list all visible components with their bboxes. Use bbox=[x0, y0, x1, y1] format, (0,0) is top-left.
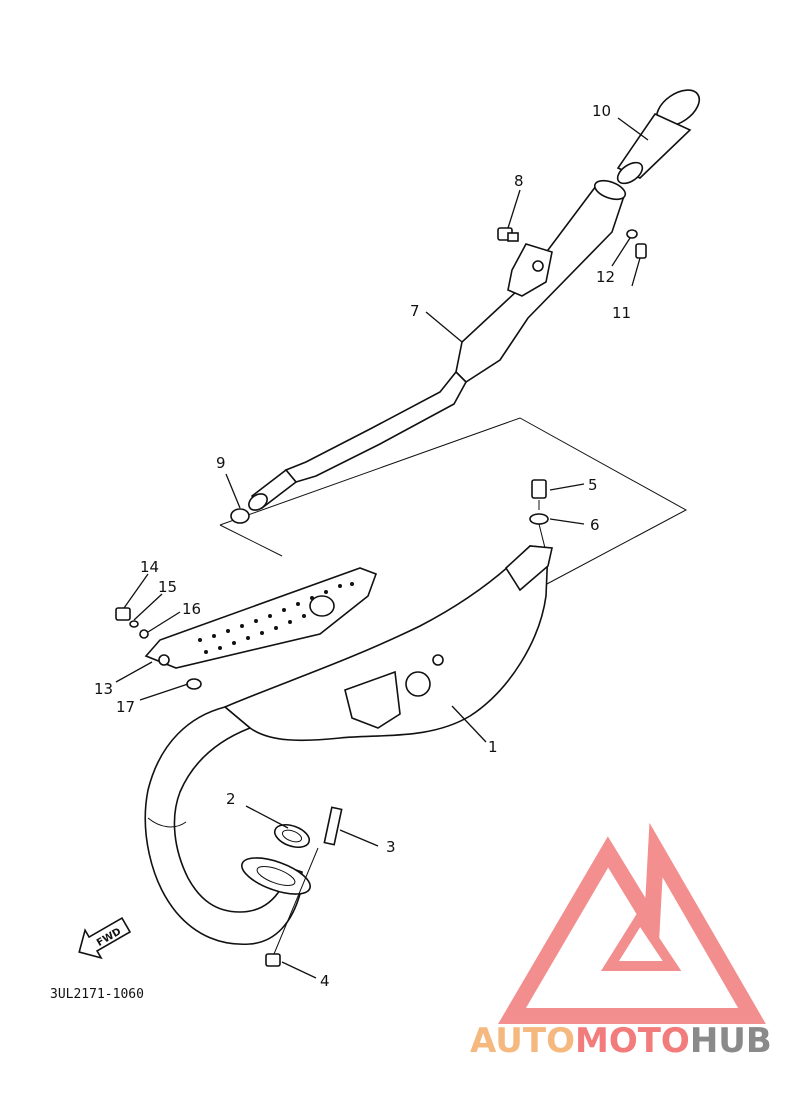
watermark-word-hub: HUB bbox=[690, 1021, 772, 1061]
callout-13: 13 bbox=[94, 680, 113, 698]
callout-14: 14 bbox=[140, 558, 159, 576]
leader-lines bbox=[115, 117, 649, 979]
silencer-assembly bbox=[230, 89, 701, 524]
watermark-word-moto: MOTO bbox=[575, 1021, 690, 1061]
callout-16: 16 bbox=[182, 600, 201, 618]
watermark-logo bbox=[498, 822, 766, 1024]
callout-8: 8 bbox=[514, 172, 524, 190]
callout-10: 10 bbox=[592, 102, 611, 120]
callout-12: 12 bbox=[596, 268, 615, 286]
callout-1: 1 bbox=[488, 738, 498, 756]
watermark-word-auto: AUTO bbox=[470, 1021, 575, 1061]
callout-9: 9 bbox=[216, 454, 226, 472]
callout-3: 3 bbox=[386, 838, 396, 856]
assembly-group-frame bbox=[219, 417, 688, 586]
diagram-code: 3UL2171-1060 bbox=[50, 987, 144, 1002]
callout-15: 15 bbox=[158, 578, 177, 596]
forward-arrow: FWD bbox=[78, 916, 132, 960]
callout-17: 17 bbox=[116, 698, 135, 716]
logo-triangle-mark bbox=[498, 822, 766, 1024]
callout-11: 11 bbox=[612, 304, 631, 322]
callout-2: 2 bbox=[226, 790, 236, 808]
exhaust-chamber bbox=[144, 545, 553, 946]
gasket-stud-nut bbox=[265, 806, 343, 967]
callout-4: 4 bbox=[320, 972, 330, 990]
callout-7: 7 bbox=[410, 302, 420, 320]
callout-5: 5 bbox=[588, 476, 598, 494]
callout-labels: 1 2 3 4 5 6 7 8 9 10 11 12 13 14 15 16 1… bbox=[94, 102, 631, 990]
callout-6: 6 bbox=[590, 516, 600, 534]
bolt-and-washer-5-6 bbox=[529, 479, 549, 549]
watermark-text: AUTOMOTOHUB bbox=[470, 1021, 772, 1061]
heat-shield bbox=[115, 567, 378, 690]
